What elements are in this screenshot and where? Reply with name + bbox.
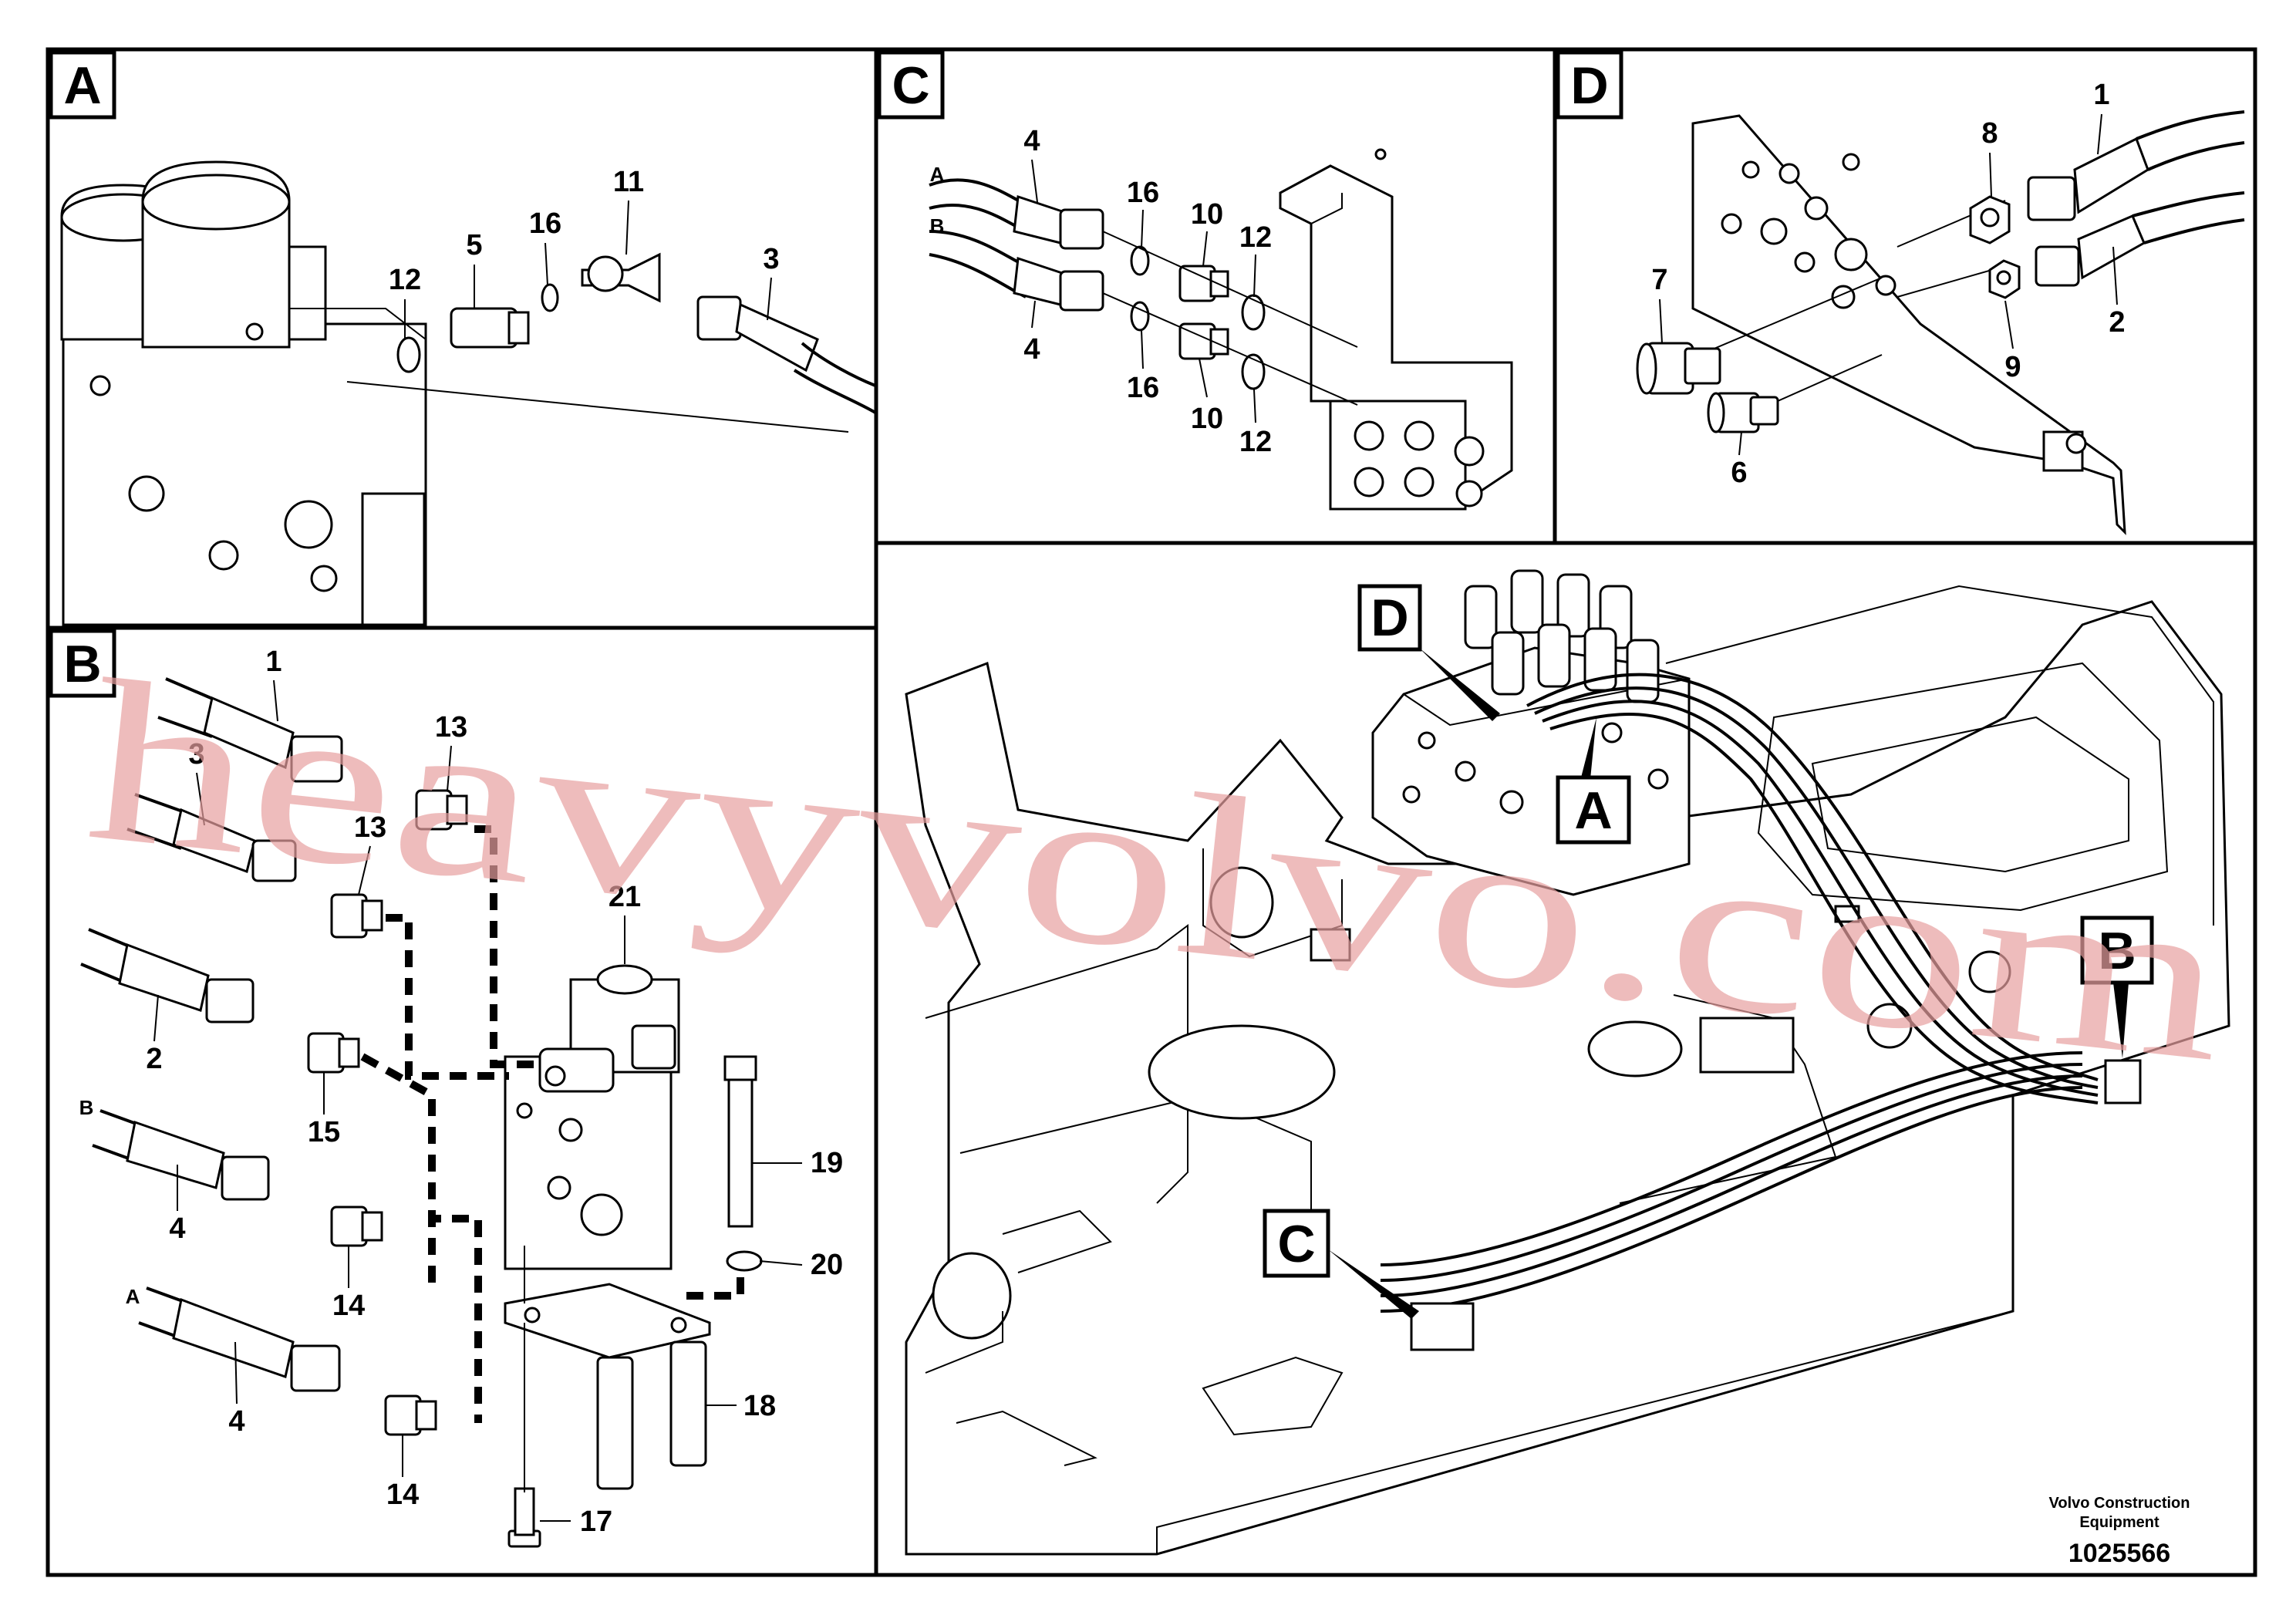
- callout-10-c-bottom: 10: [1191, 403, 1223, 435]
- fittings-b: [307, 789, 468, 1436]
- callout-4-b-bottom: 4: [228, 1405, 244, 1438]
- dashed-lines-b: [360, 825, 744, 1423]
- mounting-bracket-c: [1279, 148, 1513, 511]
- footer-doc-number: 1025566: [2068, 1539, 2170, 1568]
- panel-b-tag: B: [63, 635, 101, 693]
- port-label-b-b: B: [79, 1096, 94, 1119]
- hose-1-d: [2027, 110, 2245, 221]
- overview-tag-a-box: [1556, 775, 1631, 845]
- overview-tag-a: A: [1574, 781, 1612, 840]
- callout-1-d: 1: [2093, 79, 2109, 111]
- overview-tag-c-box: [1263, 1209, 1330, 1278]
- o-ring-16-c-bottom: [1130, 301, 1150, 332]
- panel-b: B: [46, 626, 878, 1577]
- footer-brand-line1: Volvo Construction: [2049, 1495, 2190, 1512]
- overview-tag-c: C: [1277, 1215, 1315, 1273]
- hose-4-c: [1013, 194, 1104, 312]
- callout-3-a: 3: [763, 243, 779, 275]
- panel-a-tag: A: [63, 56, 101, 115]
- port-label-a-c: A: [930, 163, 945, 186]
- callout-14-bottom: 14: [386, 1479, 419, 1511]
- mounting-bracket-18: [504, 1283, 711, 1490]
- o-ring-16-a: [541, 283, 559, 312]
- adapter-7: [1636, 342, 1721, 395]
- callout-14-top: 14: [332, 1290, 365, 1322]
- callout-17: 17: [580, 1506, 612, 1538]
- callout-3-b: 3: [188, 738, 204, 771]
- footer: Volvo Construction Equipment 1025566: [2049, 1495, 2190, 1568]
- callout-12-c-top: 12: [1239, 221, 1272, 254]
- port-label-a-b: A: [126, 1285, 140, 1308]
- callout-4-b-top: 4: [169, 1212, 185, 1245]
- hoses-b: [80, 677, 343, 1392]
- callout-13-top: 13: [435, 711, 467, 744]
- machine-frame-drawing: [905, 585, 2230, 1556]
- callout-2-b: 2: [146, 1043, 162, 1075]
- valve-block-drawing: [60, 160, 427, 626]
- callout-16-c-bottom: 16: [1127, 372, 1159, 404]
- panel-a-tag-box: [49, 50, 116, 120]
- hose-routing-overview: [1380, 673, 2142, 1351]
- washer-20: [726, 1250, 763, 1272]
- o-ring-12-a: [396, 336, 421, 373]
- panel-c-tag: C: [892, 56, 929, 115]
- panel-d-tag: D: [1570, 56, 1608, 115]
- o-ring-12-c-bottom: [1241, 353, 1266, 390]
- callout-21: 21: [609, 881, 641, 913]
- nut-8: [1969, 195, 2011, 244]
- callout-6: 6: [1731, 457, 1747, 489]
- panel-c-tag-box: [877, 50, 945, 120]
- overview-tag-b: B: [2098, 922, 2136, 980]
- callout-8: 8: [1981, 117, 1998, 150]
- panel-c-callouts: A B 4 16 10 12 4 16 10 12: [930, 125, 1273, 458]
- footer-brand-line2: Equipment: [2079, 1514, 2159, 1531]
- o-ring-12-c-top: [1241, 294, 1266, 331]
- solenoid-valve-21: [504, 964, 680, 1270]
- callout-4-c-top: 4: [1023, 125, 1040, 157]
- hose-3-a: [696, 295, 877, 414]
- mounting-plate-d: [1691, 114, 2126, 535]
- panel-b-callouts: 1 13 3 13 21 2 15 B 4 14 A 4 14 19: [79, 646, 844, 1538]
- adapter-5: [450, 307, 530, 349]
- callout-18: 18: [743, 1390, 776, 1422]
- hose-2-d: [2035, 191, 2245, 287]
- callout-19: 19: [811, 1147, 843, 1179]
- callout-9: 9: [2004, 351, 2021, 383]
- overview-tag-d: D: [1371, 588, 1408, 647]
- nut-9: [1988, 259, 2021, 299]
- panel-d-callouts: 8 1 7 9 2 6: [1651, 79, 2125, 489]
- callout-16-a: 16: [529, 207, 561, 240]
- o-ring-16-c-top: [1130, 245, 1150, 276]
- panel-a-callouts: 12 5 16 11 3: [389, 166, 780, 339]
- overview-valve-b: [2104, 1059, 2142, 1104]
- panel-d-tag-box: [1556, 50, 1623, 120]
- callout-1-b: 1: [265, 646, 282, 678]
- overview-panel: D A B C Volvo Construction Equipment 102…: [874, 541, 2257, 1577]
- callout-7: 7: [1651, 264, 1667, 296]
- callout-15: 15: [308, 1116, 340, 1148]
- bolt-17: [507, 1487, 541, 1548]
- callout-20: 20: [811, 1249, 843, 1281]
- panel-c: C A B: [874, 47, 1557, 545]
- callout-12-c-bottom: 12: [1239, 426, 1272, 458]
- callout-13-bottom: 13: [354, 811, 386, 844]
- port-label-b-c: B: [930, 214, 945, 238]
- callout-10-c-top: 10: [1191, 198, 1223, 231]
- overview-tag-d-box: [1357, 584, 1422, 652]
- overview-block-c: [1410, 1302, 1475, 1351]
- callout-5: 5: [466, 229, 482, 261]
- panel-d: D: [1553, 47, 2257, 545]
- callout-16-c-top: 16: [1127, 177, 1159, 209]
- panel-a: A 12: [46, 47, 878, 630]
- panel-b-tag-box: [49, 629, 116, 698]
- adapter-6: [1707, 392, 1779, 433]
- callout-11: 11: [613, 166, 644, 198]
- callout-4-c-bottom: 4: [1023, 333, 1040, 366]
- callout-2-d: 2: [2109, 306, 2125, 339]
- elbow-11: [581, 252, 661, 303]
- callout-12-a: 12: [389, 264, 421, 296]
- overview-tags: D A B C: [1263, 584, 2154, 1319]
- bolt-19: [723, 1055, 757, 1228]
